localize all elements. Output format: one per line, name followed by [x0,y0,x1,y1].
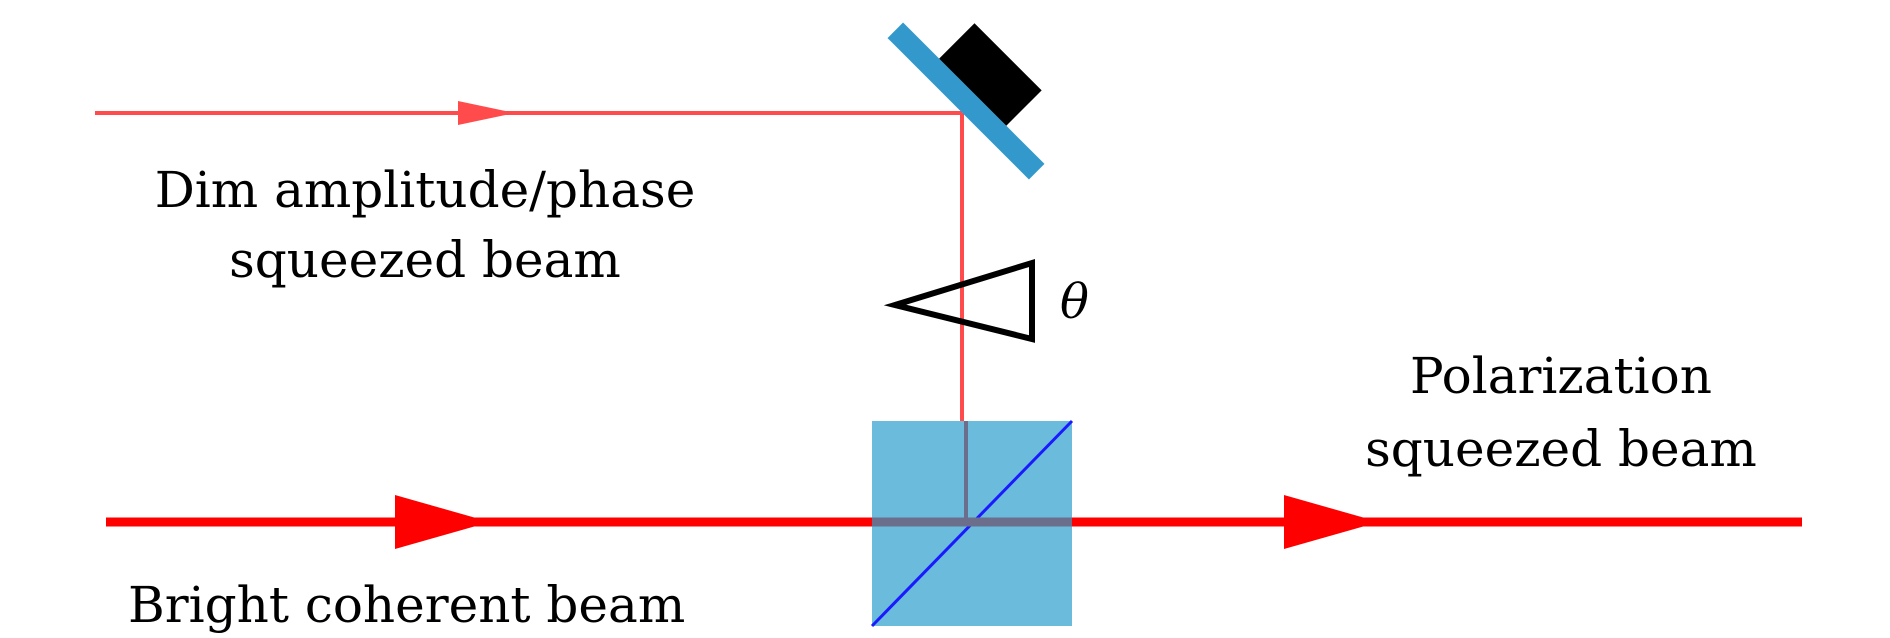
polarization-label-line2: squeezed beam [1365,420,1757,478]
bright-beam-label: Bright coherent beam [128,576,685,634]
theta-label: θ [1060,274,1089,330]
mirror [887,22,1045,180]
mirror-mount [939,23,1042,126]
polarization-label-line1: Polarization [1410,347,1712,405]
mirror-plate [887,22,1045,180]
phase-wedge [883,258,1035,343]
dim-beam-label-line2: squeezed beam [229,231,621,289]
bright-beam-arrow [395,495,490,549]
output-beam-arrow [1284,495,1379,549]
dim-beam-arrow [458,101,515,125]
dim-beam-label-line1: Dim amplitude/phase [155,161,696,219]
